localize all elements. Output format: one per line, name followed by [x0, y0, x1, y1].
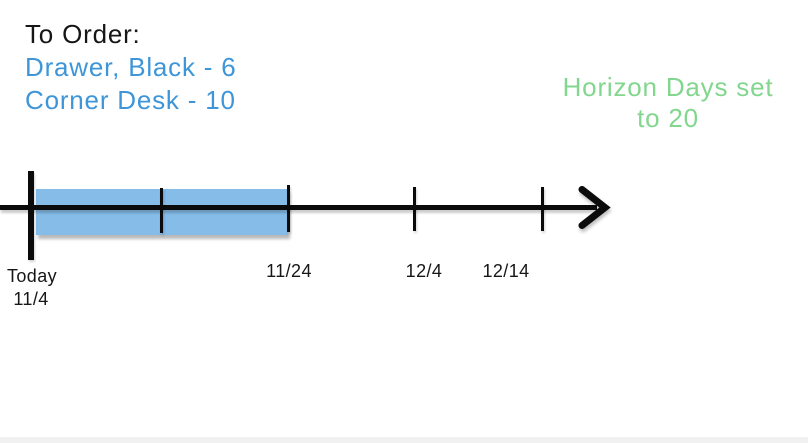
tick-minor [160, 188, 163, 233]
order-item-corner-desk: Corner Desk - 10 [25, 85, 236, 115]
label-today: Today [6, 266, 58, 286]
label-12-14: 12/14 [482, 261, 530, 281]
tick-12-4 [413, 187, 416, 231]
timeline-axis-line [0, 205, 597, 210]
horizon-note-line1: Horizon Days set [562, 72, 774, 102]
label-12-4: 12/4 [405, 261, 443, 281]
bottom-edge-strip [0, 437, 808, 443]
label-11-24: 11/24 [266, 261, 312, 281]
label-today-date: 11/4 [13, 289, 49, 309]
tick-today [28, 171, 34, 260]
horizon-note: Horizon Days set to 20 [540, 72, 796, 134]
arrowhead-icon [578, 186, 611, 229]
order-note: To Order: Drawer, Black - 6 Corner Desk … [25, 18, 237, 117]
order-item-drawer-black: Drawer, Black - 6 [25, 52, 237, 82]
horizon-note-line2: to 20 [637, 103, 699, 133]
order-note-title: To Order: [25, 19, 141, 49]
tick-12-14 [541, 187, 544, 231]
tick-11-24 [287, 185, 290, 232]
